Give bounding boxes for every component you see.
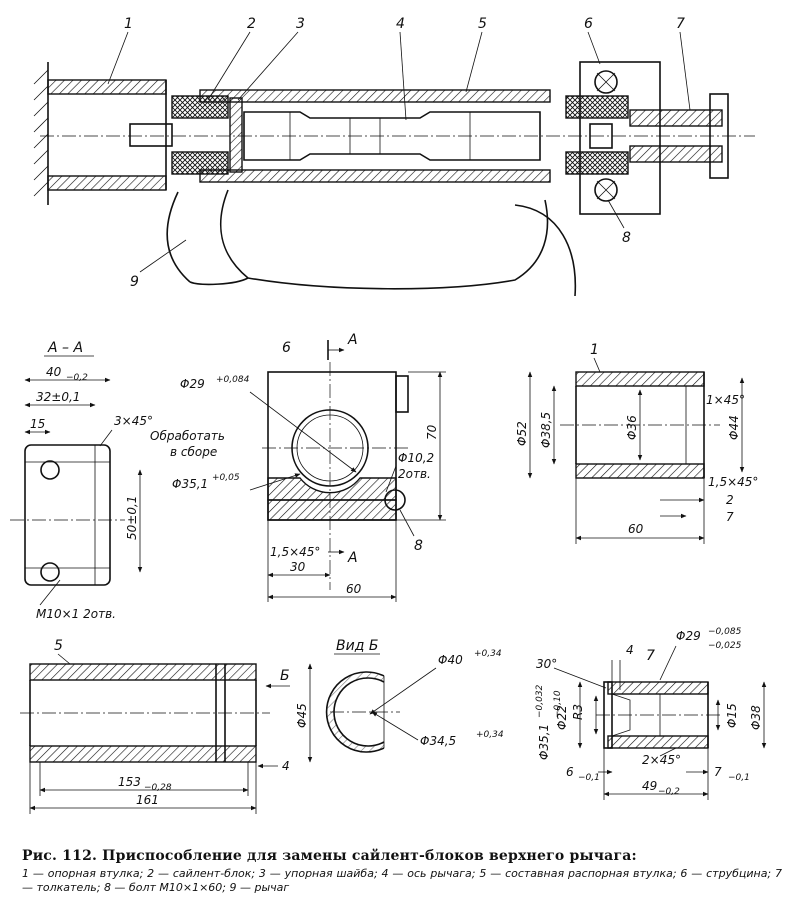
- dim-50: 50±0,1: [125, 496, 139, 540]
- dim-d29-tol: +0,084: [216, 375, 250, 385]
- technical-drawing: 1 2 3 4 5 6 7 8 9 А – А 40 −0,2 32±0,1: [10, 16, 767, 814]
- dim-40-tol: −0,2: [66, 373, 88, 383]
- dim-d15: Φ15: [725, 703, 739, 728]
- figure-caption: Рис. 112. Приспособление для замены сайл…: [22, 848, 782, 895]
- clamp-part-label: 6: [282, 340, 291, 356]
- dim-d36: Φ36: [625, 415, 639, 440]
- dim-chamfer-1-5: 1,5×45°: [270, 545, 320, 559]
- section-mark-a-top: А: [347, 332, 358, 348]
- dim-d34-5: Φ34,5: [420, 734, 456, 748]
- callout-2: 2: [247, 16, 256, 32]
- dim-49: 49: [642, 779, 657, 793]
- view-b: Вид Б Φ40 +0,34 Φ34,5 +0,34: [325, 638, 504, 753]
- dim-d38: Φ38: [749, 705, 763, 730]
- dim-7: 7: [726, 510, 734, 524]
- dim-7-tol: −0,1: [728, 773, 750, 783]
- dim-d35: Φ35,1: [172, 477, 208, 491]
- callout-1: 1: [124, 16, 133, 32]
- spacer-view-5: 5 Б Φ45 153 −0,28 161 4: [20, 638, 313, 814]
- dim-2: 2: [726, 493, 734, 507]
- section-mark-a-bottom: А: [347, 550, 358, 566]
- dim-7-pusher: 7: [714, 765, 722, 779]
- dim-d52: Φ52: [515, 421, 529, 446]
- dim-4-pusher: 4: [626, 643, 634, 657]
- dim-4-spacer: 4: [282, 759, 290, 773]
- dim-153-tol: −0,28: [144, 783, 172, 793]
- callout-5: 5: [478, 16, 487, 32]
- dim-6: 6: [566, 765, 574, 779]
- callout-4: 4: [396, 16, 405, 32]
- dim-30: 30: [290, 560, 306, 574]
- dim-d35-1-tol-lo: −0,10: [553, 690, 563, 718]
- callout-8: 8: [622, 230, 631, 246]
- callout-7: 7: [676, 16, 685, 32]
- dim-chamfer-3x45: 3×45°: [114, 414, 153, 428]
- dim-d29-tol-lo: −0,025: [708, 641, 742, 651]
- dim-chamfer-1x45: 1×45°: [706, 393, 745, 407]
- dim-d35-tol: +0,05: [212, 473, 240, 483]
- section-title-aa: А – А: [47, 340, 83, 356]
- dim-60-sleeve: 60: [628, 522, 644, 536]
- caption-legend: 1 — опорная втулка; 2 — сайлент-блок; 3 …: [22, 867, 782, 894]
- view-b-title: Вид Б: [336, 638, 378, 654]
- dim-d29-pusher: Φ29: [676, 629, 701, 643]
- dim-d10: Φ10,2: [398, 451, 434, 465]
- clamp-view-aa: А – А 40 −0,2 32±0,1 15 3×45° 50±0,1 М10…: [10, 340, 153, 621]
- dim-d40-tol: +0,34: [474, 649, 502, 659]
- dim-30deg: 30°: [536, 657, 557, 671]
- dim-15: 15: [30, 417, 45, 431]
- note-m10-holes: М10×1 2отв.: [36, 607, 116, 621]
- dim-49-tol: −0,2: [658, 787, 680, 797]
- dim-6-tol: −0,1: [578, 773, 600, 783]
- pusher-part-label: 7: [646, 648, 655, 664]
- dim-153: 153: [118, 775, 141, 789]
- spacer-part-label: 5: [54, 638, 63, 654]
- callout-3: 3: [296, 16, 305, 32]
- dim-d29-tol-hi: −0,085: [708, 627, 742, 637]
- dim-60-clamp: 60: [346, 582, 362, 596]
- caption-title: Рис. 112. Приспособление для замены сайл…: [22, 848, 637, 864]
- dim-d40: Φ40: [438, 653, 463, 667]
- dim-d44: Φ44: [727, 415, 741, 440]
- note-machine-line2: в сборе: [170, 445, 217, 459]
- pusher-view-7: 4 Φ29 −0,085 −0,025 7 30° Φ35,1 −0,032 −…: [535, 627, 767, 800]
- dim-161: 161: [136, 793, 159, 807]
- dim-32: 32±0,1: [36, 390, 80, 404]
- view-mark-b: Б: [280, 668, 290, 684]
- dim-40: 40: [46, 365, 62, 379]
- clamp-bolt-label: 8: [414, 538, 423, 554]
- callout-9: 9: [130, 274, 139, 290]
- dim-d35-1: Φ35,1: [537, 724, 551, 760]
- sleeve-part-label: 1: [590, 342, 599, 358]
- note-2-holes: 2отв.: [398, 467, 431, 481]
- note-machine-line1: Обработать: [150, 429, 225, 443]
- callout-6: 6: [584, 16, 593, 32]
- dim-70: 70: [425, 424, 439, 440]
- callouts: 1 2 3 4 5 6 7 8 9: [107, 16, 691, 290]
- dim-d29: Φ29: [180, 377, 205, 391]
- assembly-section: [33, 61, 755, 297]
- dim-d35-1-tol-hi: −0,032: [535, 684, 545, 718]
- dim-d22: Φ22: [555, 705, 569, 730]
- dim-r3: R3: [571, 704, 585, 720]
- sleeve-view-1: 1 Φ52 Φ38,5 Φ36 1×45° Φ44 1,5×45° 2 7 60: [515, 342, 758, 544]
- dim-chamfer-1-5x45: 1,5×45°: [708, 475, 758, 489]
- dim-chamfer-2x45: 2×45°: [642, 753, 681, 767]
- dim-d38-5: Φ38,5: [539, 412, 553, 448]
- dim-d34-5-tol: +0,34: [476, 730, 504, 740]
- clamp-section-6: 6 А Φ29 +0,084 Обработать в сборе Φ35,1 …: [150, 332, 446, 602]
- dim-d45: Φ45: [295, 703, 309, 728]
